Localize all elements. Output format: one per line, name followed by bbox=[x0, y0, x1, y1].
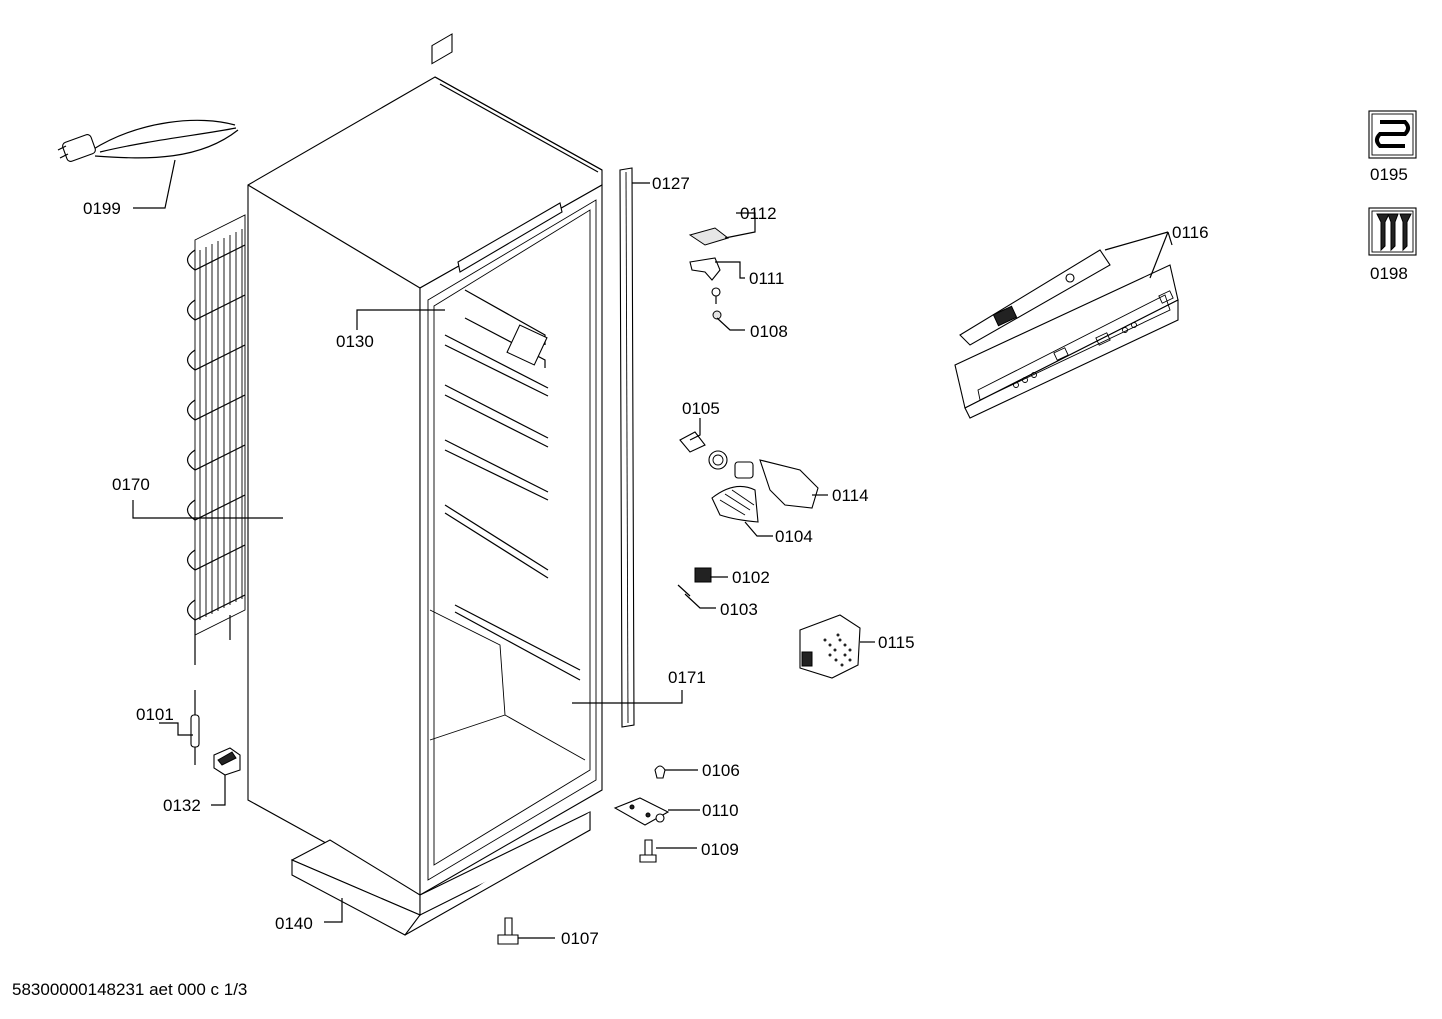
label-0199: 0199 bbox=[83, 199, 121, 218]
label-0127: 0127 bbox=[652, 174, 690, 193]
power-cord-part bbox=[57, 119, 239, 162]
label-0114: 0114 bbox=[832, 486, 869, 505]
label-0130: 0130 bbox=[336, 332, 374, 351]
label-0105: 0105 bbox=[682, 399, 720, 418]
label-0115: 0115 bbox=[878, 633, 915, 652]
door-seal-part bbox=[619, 167, 635, 728]
control-panel-part bbox=[954, 249, 1179, 419]
screws-icon bbox=[1368, 207, 1417, 256]
condenser-part bbox=[186, 214, 246, 665]
label-0106: 0106 bbox=[702, 761, 740, 780]
cabinet-part bbox=[247, 33, 603, 936]
label-0198: 0198 bbox=[1370, 264, 1408, 283]
bracket-parts bbox=[688, 227, 730, 320]
temperature-sensor-part bbox=[190, 690, 200, 765]
label-0112: 0112 bbox=[740, 204, 777, 223]
label-0170: 0170 bbox=[112, 475, 150, 494]
label-0110: 0110 bbox=[702, 801, 739, 820]
label-0101: 0101 bbox=[136, 705, 174, 724]
document-id-footer: 58300000148231 aet 000 c 1/3 bbox=[12, 980, 248, 999]
label-0116: 0116 bbox=[1172, 223, 1209, 242]
label-0132: 0132 bbox=[163, 796, 201, 815]
label-0108: 0108 bbox=[750, 322, 788, 341]
clip-part bbox=[213, 747, 241, 776]
lamp-assembly-parts bbox=[679, 431, 819, 523]
label-0171: 0171 bbox=[668, 668, 706, 687]
label-0102: 0102 bbox=[732, 568, 770, 587]
part-number-labels: 0199 0127 0112 0111 0108 0130 0105 0114 … bbox=[83, 165, 1408, 948]
fan-cover-part bbox=[799, 614, 861, 679]
label-0109: 0109 bbox=[701, 840, 739, 859]
pipe-coil-icon bbox=[1368, 110, 1417, 159]
label-0195: 0195 bbox=[1370, 165, 1408, 184]
label-0103: 0103 bbox=[720, 600, 758, 619]
label-0111: 0111 bbox=[749, 269, 784, 288]
hinge-parts bbox=[497, 765, 670, 945]
switch-parts bbox=[677, 567, 712, 597]
label-0107: 0107 bbox=[561, 929, 599, 948]
label-0104: 0104 bbox=[775, 527, 813, 546]
label-0140: 0140 bbox=[275, 914, 313, 933]
leader-lines bbox=[132, 159, 1173, 939]
